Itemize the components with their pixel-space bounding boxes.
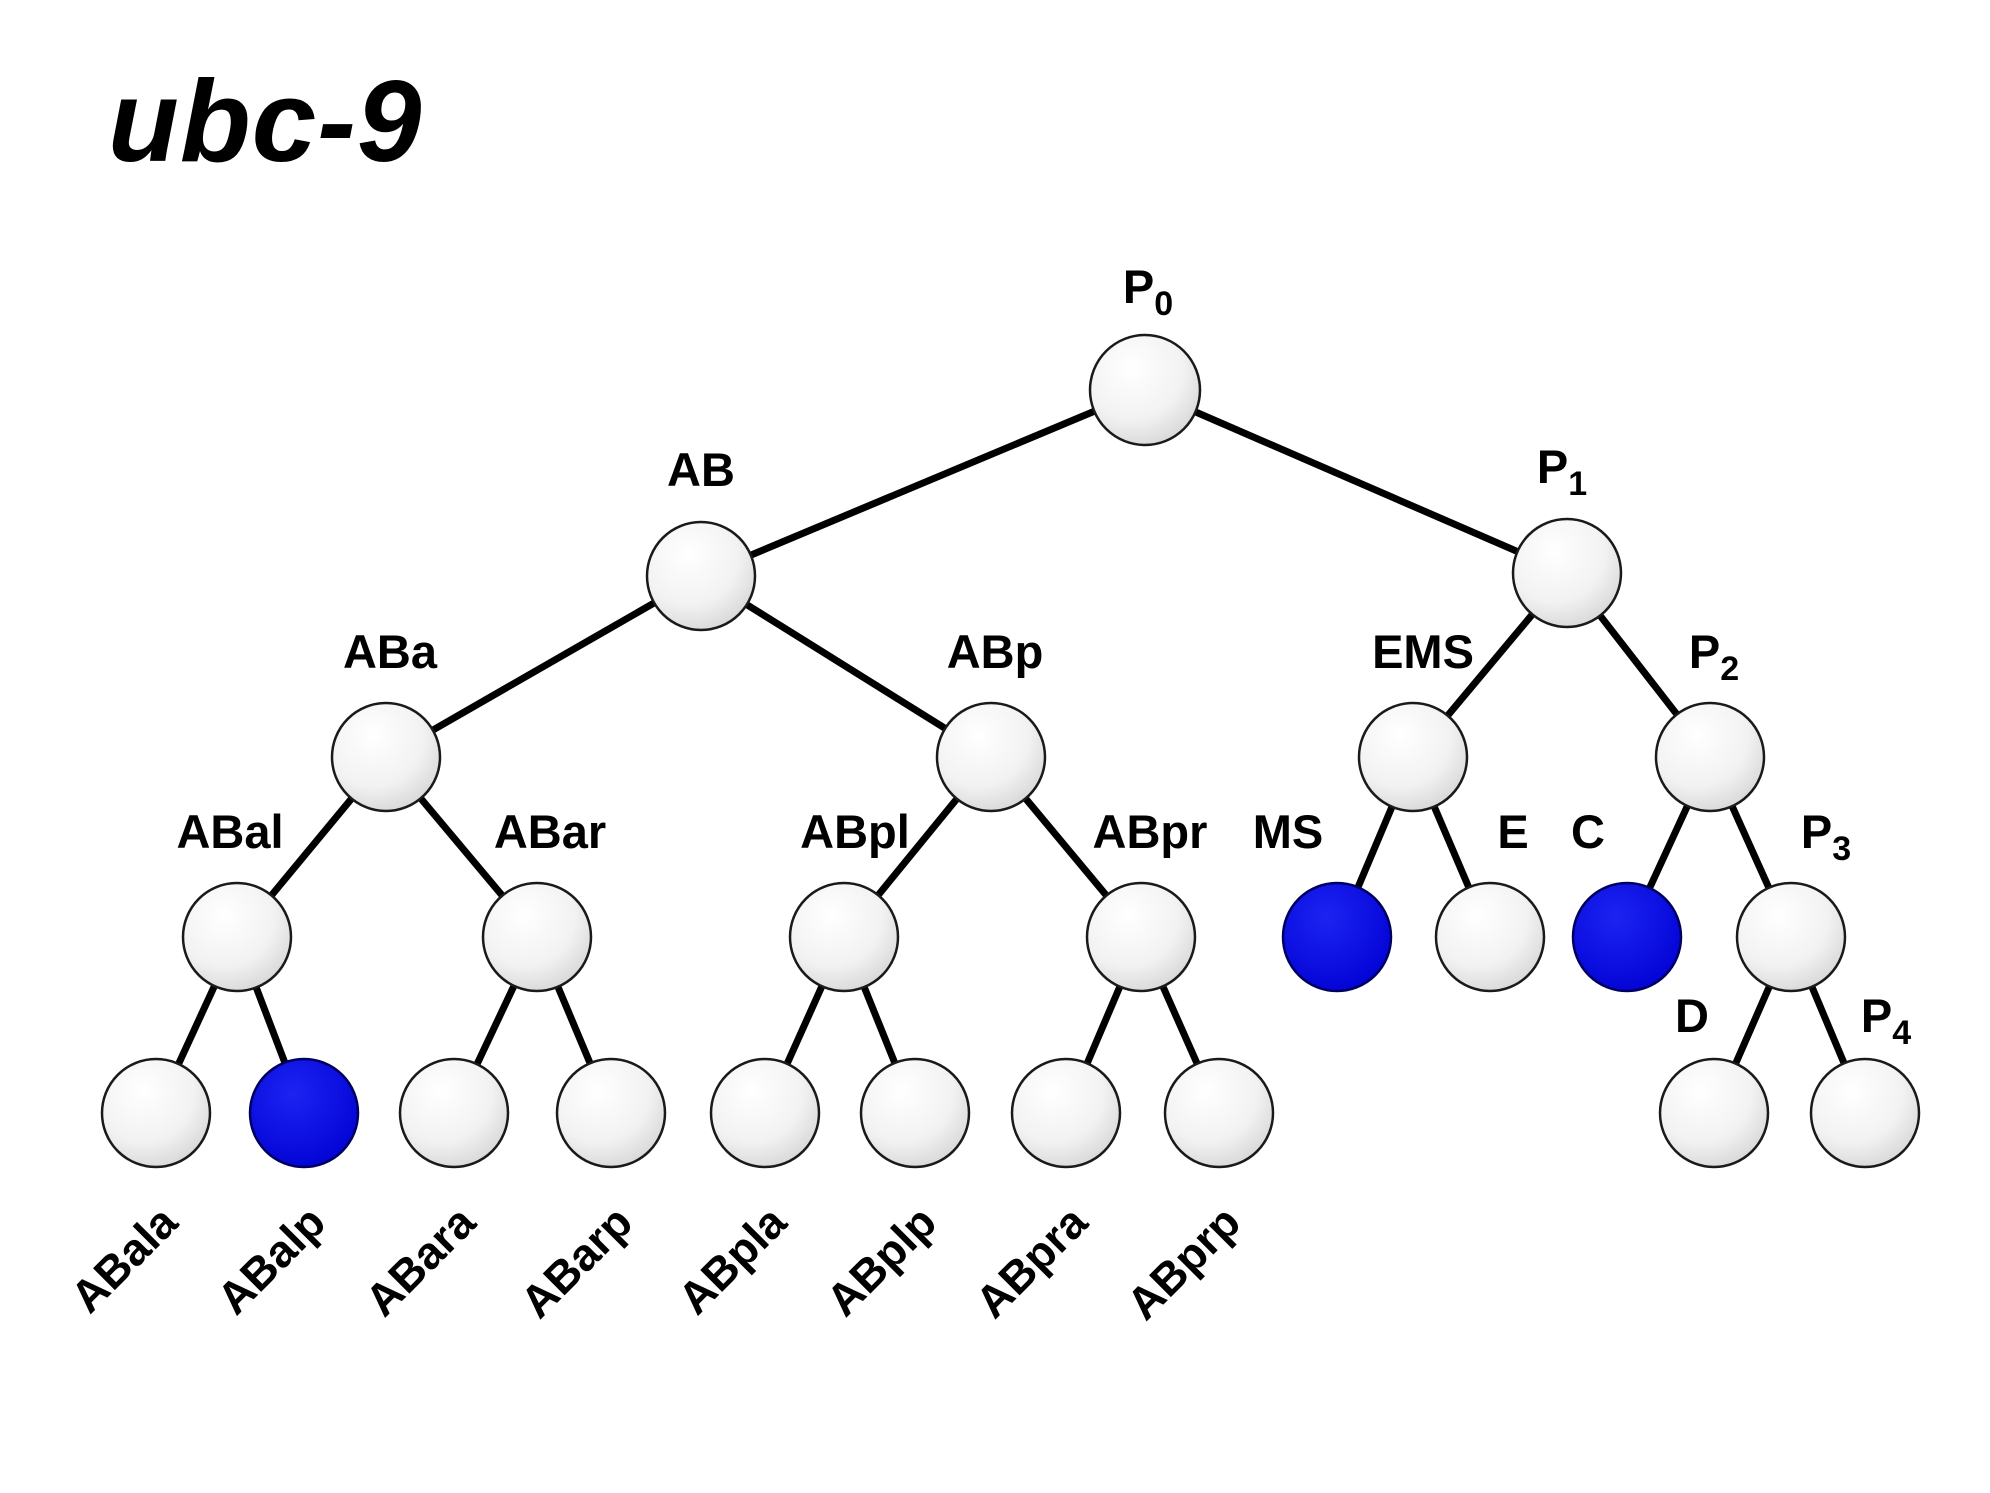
cell-label-ABara: ABara [355, 1195, 485, 1325]
cell-node-P2 [1654, 701, 1766, 813]
cell-label-ABpr: ABpr [1093, 805, 1208, 858]
cell-node-ABpl [788, 881, 900, 993]
cell-node-ABpla [709, 1057, 821, 1169]
gene-title: ubc-9 [108, 56, 423, 186]
cell-node-EMS [1357, 701, 1469, 813]
cell-label-ABplp: ABplp [816, 1196, 946, 1326]
cell-label-ABpla: ABpla [668, 1195, 797, 1324]
cell-node-ABpr [1085, 881, 1197, 993]
cell-node-ABprp [1163, 1057, 1275, 1169]
cell-node-P1 [1511, 517, 1623, 629]
cell-label-D: D [1675, 989, 1709, 1042]
cell-label-P3: P3 [1801, 805, 1851, 868]
cell-label-EMS: EMS [1372, 625, 1474, 678]
cell-label-ABarp: ABarp [511, 1196, 643, 1328]
cell-label-ABprp: ABprp [1117, 1196, 1250, 1329]
edge-P0-P1 [1143, 386, 1569, 577]
cell-node-ABara [398, 1057, 510, 1169]
cell-label-ABa: ABa [343, 625, 438, 678]
cell-label-P2: P2 [1689, 625, 1739, 688]
cell-label-C: C [1571, 805, 1605, 858]
edge-AB-ABa [384, 572, 703, 761]
cell-node-P3 [1735, 881, 1847, 993]
cell-node-ABarp [555, 1057, 667, 1169]
cell-label-ABpl: ABpl [800, 805, 910, 858]
cell-node-ABala [100, 1057, 212, 1169]
cell-node-ABa [330, 701, 442, 813]
cell-node-ABp [935, 701, 1047, 813]
cell-label-ABal: ABal [176, 805, 283, 858]
cell-node-P0 [1088, 333, 1202, 447]
cell-label-AB: AB [667, 443, 735, 496]
cell-label-ABpra: ABpra [966, 1195, 1098, 1327]
cell-node-P4 [1809, 1057, 1921, 1169]
cell-node-AB [645, 520, 757, 632]
cell-node-ABalp [248, 1057, 360, 1169]
cell-node-ABplp [859, 1057, 971, 1169]
cell-node-E [1434, 881, 1546, 993]
cell-label-P4: P4 [1861, 989, 1911, 1052]
cell-node-C [1571, 881, 1683, 993]
cell-node-ABar [481, 881, 593, 993]
cell-label-ABala: ABala [61, 1195, 188, 1322]
edge-AB-ABp [699, 573, 993, 760]
cell-label-ABar: ABar [494, 805, 606, 858]
edge-P0-AB [699, 386, 1147, 580]
cell-label-P1: P1 [1537, 440, 1587, 503]
cell-node-ABpra [1010, 1057, 1122, 1169]
cell-node-MS [1281, 881, 1393, 993]
cell-label-ABp: ABp [947, 625, 1044, 678]
node-layer [100, 333, 1921, 1169]
cell-label-E: E [1497, 805, 1528, 858]
cell-node-D [1658, 1057, 1770, 1169]
cell-label-MS: MS [1253, 805, 1324, 858]
cell-label-P0: P0 [1123, 260, 1173, 323]
cell-node-ABal [181, 881, 293, 993]
cell-label-ABalp: ABalp [207, 1196, 335, 1324]
